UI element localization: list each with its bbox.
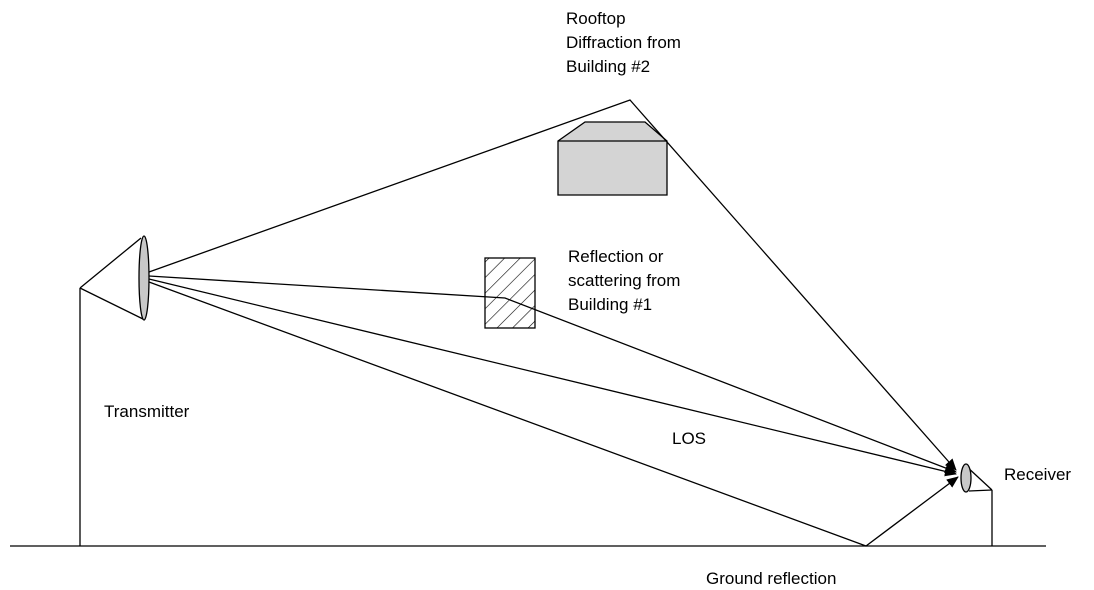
receiver-antenna-icon	[960, 463, 972, 493]
transmitter-label: Transmitter	[104, 402, 190, 421]
building-1	[484, 257, 536, 329]
ground-reflection-label: Ground reflection	[706, 569, 836, 588]
los-ray	[148, 278, 957, 477]
rooftop-diffraction-label: Rooftop Diffraction from Building #2	[566, 9, 686, 76]
reflection-scattering-label: Reflection or scattering from Building #…	[568, 247, 685, 314]
transmitter-antenna-icon	[138, 235, 150, 321]
los-label: LOS	[672, 429, 706, 448]
rooftop-diffraction-ray	[148, 99, 957, 471]
reflection-ray	[148, 275, 957, 473]
ground-reflection-ray	[148, 281, 959, 547]
building-2	[557, 121, 668, 196]
receiver-label: Receiver	[1004, 465, 1071, 484]
transmitter-tower	[79, 237, 146, 546]
